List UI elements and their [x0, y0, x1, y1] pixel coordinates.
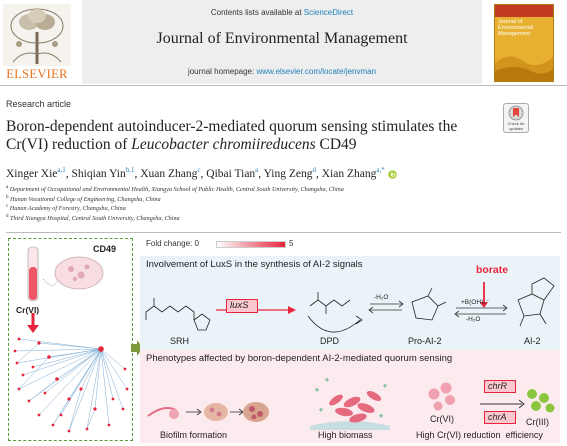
author-name[interactable]: Qibai Tian [206, 167, 256, 180]
reduction-label: High Cr(VI) reduction efficiency [416, 430, 543, 440]
aff-text: Third Xiangya Hospital, Central South Un… [10, 215, 180, 223]
phenotype-drawing [147, 377, 555, 430]
fold-change-max: 5 [289, 239, 294, 248]
author-name[interactable]: Xian Zhang [321, 167, 377, 180]
fold-change-label: Fold change: 0 [146, 239, 199, 248]
author-name[interactable]: Shiqian Yin [71, 167, 126, 180]
criii-label: Cr(III) [526, 417, 549, 427]
cover-landscape-icon [495, 56, 553, 81]
author-sup[interactable]: a,1 [57, 166, 66, 174]
check-for-updates-button[interactable]: Check for updates [503, 103, 529, 133]
aff-text: Department of Occupational and Environme… [9, 186, 344, 194]
orcid-icon[interactable] [387, 169, 397, 179]
box1-title: Involvement of LuxS in the synthesis of … [146, 259, 363, 270]
h2o-label-2: -H₂O [466, 316, 481, 323]
sciencedirect-link[interactable]: ScienceDirect [303, 8, 354, 17]
article-type: Research article [6, 99, 72, 109]
affiliation-item: b Hunan Vocational College of Engineerin… [6, 194, 526, 204]
network-drawing [13, 246, 129, 433]
aff-sup: c [6, 204, 9, 210]
pro-ai2-structure [411, 287, 447, 321]
aff-sup: a [6, 185, 9, 190]
journal-cover[interactable]: Journal of Environmental Management [494, 4, 554, 82]
aff-sup: b [6, 194, 9, 200]
dpd-label: DPD [320, 336, 340, 346]
h2o-label-1: -H₂O [374, 294, 389, 301]
journal-title[interactable]: Journal of Environmental Management [156, 30, 408, 47]
network-edges [14, 338, 128, 432]
srh-label: SRH [170, 336, 190, 346]
phenotypes-box: Phenotypes affected by boron-dependent A… [140, 350, 560, 443]
affiliation-item: c Hunan Academy of Forestry, Changsha, C… [6, 203, 526, 213]
author-sup[interactable]: c [197, 166, 201, 174]
network-panel: CD49 Cr(VI) [8, 238, 133, 441]
affiliation-item: d Third Xiangya Hospital, Central South … [6, 213, 526, 223]
author-name[interactable]: Xuan Zhang [140, 167, 198, 180]
chrr-label: chrR [488, 381, 508, 391]
author-sup[interactable]: d [312, 166, 316, 174]
ai2-structure [517, 277, 555, 327]
journal-homepage: journal homepage: www.elsevier.com/locat… [82, 67, 482, 76]
header-center: Contents lists available at ScienceDirec… [82, 0, 482, 84]
title-line-1: Boron-dependent autoinducer-2-mediated q… [6, 118, 458, 135]
crvi-label-2: Cr(VI) [430, 414, 454, 424]
bookmark-check-icon [508, 105, 524, 121]
biomass-label: High biomass [318, 430, 373, 440]
author-name[interactable]: Xinger Xie [6, 167, 58, 180]
cover-title: Journal of Environmental Management [498, 19, 534, 37]
aff-text: Hunan Academy of Forestry, Changsha, Chi… [9, 205, 126, 213]
contents-availability: Contents lists available at ScienceDirec… [82, 8, 482, 17]
chra-label: chrA [488, 412, 507, 422]
author-sup[interactable]: a [255, 166, 259, 174]
ai2-label: AI-2 [524, 336, 541, 346]
pro-ai2-label: Pro-AI-2 [408, 336, 442, 346]
biofilm-label: Biofilm formation [160, 430, 228, 440]
section-divider [6, 232, 561, 233]
author-name[interactable]: Ying Zeng [263, 167, 313, 180]
affiliation-item: a Department of Occupational and Environ… [6, 184, 526, 194]
luxs-enzyme-box [226, 299, 258, 313]
homepage-text: journal homepage: [187, 67, 255, 76]
elsevier-logo[interactable]: ELSEVIER [3, 4, 71, 82]
biofilm-icon [147, 402, 269, 422]
check-updates-label: Check for updates [507, 121, 525, 131]
homepage-link[interactable]: www.elsevier.com/locate/jenvman [256, 67, 377, 76]
title-line-2-pre: Cr(VI) reduction of [6, 136, 132, 153]
chra-gene-box [484, 411, 516, 424]
ai2-synthesis-scheme [145, 277, 555, 333]
luxs-label: luxS [230, 300, 249, 311]
aff-text: Hunan Vocational College of Engineering,… [10, 195, 161, 203]
author-sup[interactable]: b,1 [125, 166, 135, 174]
boh4-label: +B(OH)₄⁻ [461, 299, 490, 306]
author-sup[interactable]: a,* [376, 166, 385, 174]
dpd-structure [307, 292, 363, 333]
fold-change-scale [216, 241, 286, 248]
cd49-label: CD49 [93, 244, 117, 254]
chrr-gene-box [484, 380, 516, 393]
srh-structure [145, 298, 211, 331]
cover-band [495, 5, 553, 17]
aff-sup: d [6, 213, 9, 219]
elsevier-tree-icon [3, 4, 71, 66]
network-nodes [13, 337, 129, 433]
journal-header: ELSEVIER Contents lists available at Sci… [0, 0, 567, 86]
publisher-name: ELSEVIER [6, 67, 68, 81]
paper-title: Boron-dependent autoinducer-2-mediated q… [6, 118, 486, 154]
luxs-synthesis-box: Involvement of LuxS in the synthesis of … [140, 256, 560, 350]
title-line-2-post: CD49 [315, 136, 357, 153]
affiliation-list: a Department of Occupational and Environ… [6, 184, 526, 223]
chromium-reduction-icon [428, 382, 555, 413]
graphical-abstract: CD49 Cr(VI) [6, 238, 561, 443]
box2-title: Phenotypes affected by boron-dependent A… [146, 353, 453, 364]
author-list: Xinger Xiea,1, Shiqian Yinb,1, Xuan Zhan… [6, 166, 397, 180]
borate-label: borate [476, 264, 509, 276]
title-species: Leucobacter chromiireducens [131, 136, 316, 153]
crvi-left-label: Cr(VI) [16, 305, 40, 315]
contents-text: Contents lists available at [210, 8, 302, 17]
biomass-icon [310, 377, 390, 430]
